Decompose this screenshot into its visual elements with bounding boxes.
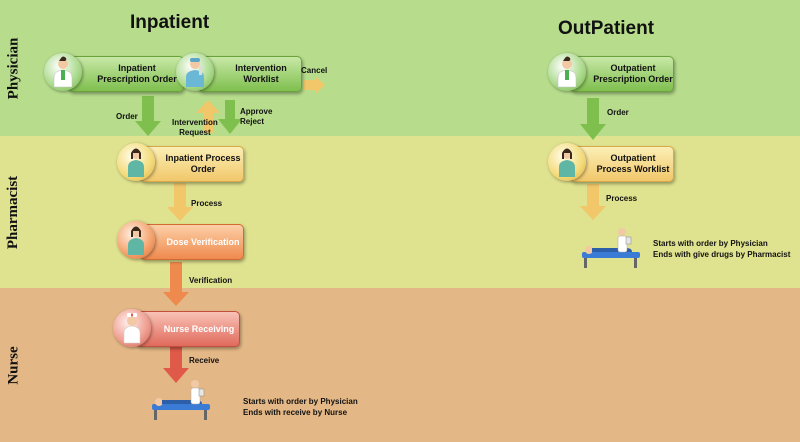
intervention-worklist-node[interactable]: Intervention Worklist (198, 56, 302, 92)
arrow-order-outpatient (580, 98, 606, 140)
receive-label: Receive (189, 356, 220, 365)
surgeon-icon (176, 53, 214, 91)
pharmacist-icon (548, 143, 586, 181)
arrow-receive (163, 347, 189, 383)
order-label-outpatient: Order (607, 108, 629, 117)
process-label-outpatient: Process (606, 194, 638, 203)
arrow-approve-reject (218, 100, 242, 134)
process-label-inpatient: Process (191, 199, 223, 208)
dose-verification-node[interactable]: Dose Verification (140, 224, 244, 260)
nurse-receiving-node[interactable]: Nurse Receiving (136, 311, 240, 347)
pharmacist-icon (117, 221, 155, 259)
arrow-process-outpatient (580, 184, 606, 220)
doctor-icon (548, 53, 586, 91)
outpatient-process-worklist-node[interactable]: Outpatient Process Worklist (570, 146, 674, 182)
arrow-verification (163, 262, 189, 306)
inpatient-prescription-order-node[interactable]: Inpatient Prescription Order (68, 56, 184, 92)
outpatient-title: OutPatient (558, 18, 655, 39)
arrow-intervention-request (196, 100, 220, 133)
outpatient-prescription-order-node[interactable]: Outpatient Prescription Order (570, 56, 674, 92)
cancel-label: Cancel (301, 66, 328, 75)
arrow-cancel (303, 76, 325, 94)
arrow-order-inpatient (135, 96, 161, 136)
inpatient-process-order-node[interactable]: Inpatient Process Order (140, 146, 244, 182)
arrow-process-inpatient (167, 183, 193, 221)
pharmacist-icon (117, 143, 155, 181)
verification-label: Verification (189, 276, 233, 285)
patient-bed-icon (148, 376, 214, 422)
doctor-icon (44, 53, 82, 91)
patient-bed-icon (578, 224, 644, 270)
nurse-icon (113, 309, 151, 347)
order-label-inpatient: Order (116, 112, 138, 121)
inpatient-title: Inpatient (130, 12, 210, 33)
